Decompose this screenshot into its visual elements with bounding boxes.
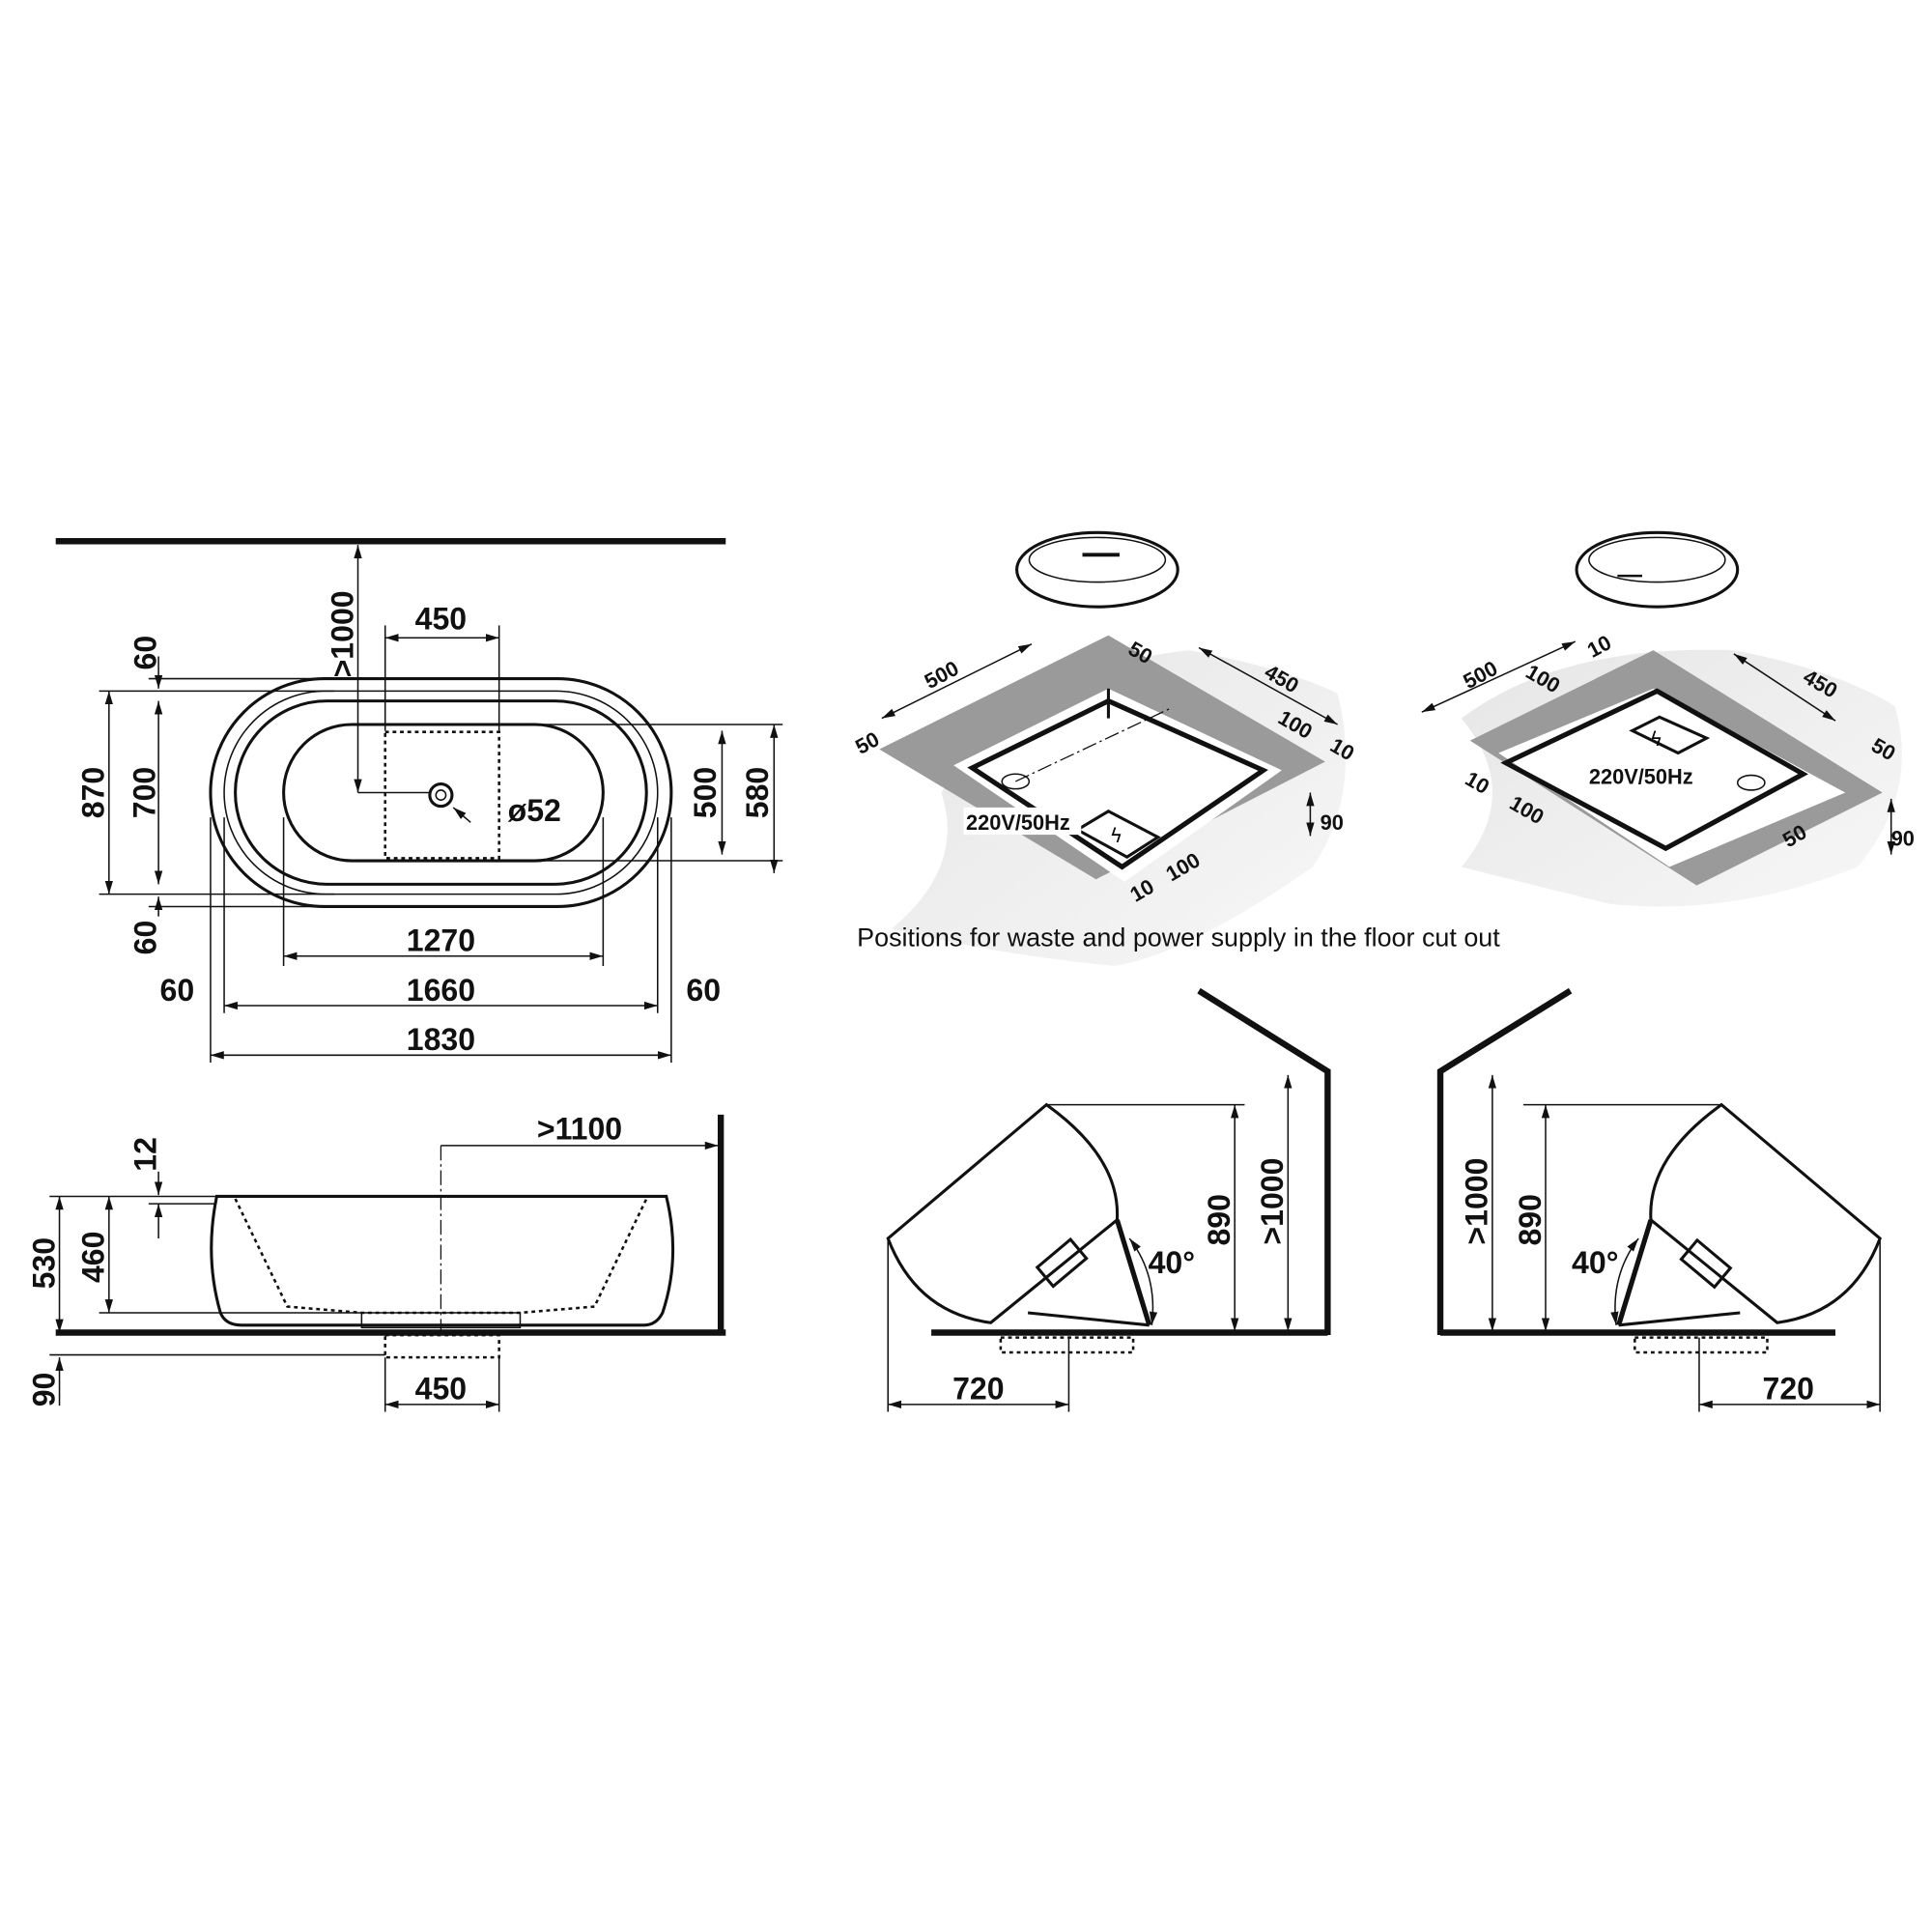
waste-icon: [1736, 774, 1766, 791]
dim-power-margin-left: 10: [1462, 766, 1493, 799]
tub-profile: [210, 1194, 675, 1327]
dim-height: 890: [1513, 1194, 1548, 1245]
drain-fitting: [1035, 1236, 1089, 1289]
angle-arc: [1128, 1237, 1158, 1325]
lightning-icon: ϟ: [1110, 824, 1123, 847]
dim-rim-right: 60: [686, 973, 721, 1008]
dim-angle: 40°: [1572, 1245, 1618, 1280]
wall-line: [1436, 987, 1573, 1336]
floor-cutout: [999, 1336, 1135, 1354]
floor-cutout-left: ϟ 220V/50Hz 500 50 450 50 100 10 90 100 …: [851, 530, 1358, 966]
dim-depth: 90: [1891, 827, 1915, 851]
power-supply-box: [1629, 715, 1711, 755]
dim-rim-thickness: 12: [128, 1137, 163, 1172]
dim-height: 890: [1202, 1194, 1236, 1245]
dim-length: 500: [1459, 656, 1501, 694]
dim-rim-bottom: 60: [128, 921, 163, 955]
support-leg: [1616, 1219, 1654, 1326]
power-label: 220V/50Hz: [1589, 765, 1693, 789]
dim-overall-width: 870: [76, 767, 111, 818]
dim-rim-top: 60: [128, 636, 163, 670]
dim-rim-left: 60: [160, 973, 195, 1008]
drain-fitting: [1679, 1237, 1733, 1290]
dim-line: [452, 807, 471, 823]
dim-length: 500: [921, 656, 963, 694]
dim-depth: 720: [952, 1372, 1004, 1406]
waste-icon: [1001, 773, 1031, 790]
support-base: [1027, 1311, 1150, 1327]
floor-cutout: [1634, 1336, 1769, 1354]
centerline: [1015, 707, 1171, 782]
power-supply-box: [1074, 809, 1161, 859]
dim-cutout-width: 450: [415, 1372, 467, 1406]
tilt-view-right: 890 >1000 40° 720: [1436, 987, 1882, 1412]
dim-line: [881, 642, 1033, 720]
dim-depth: 720: [1763, 1372, 1814, 1406]
dim-wall-clearance: >1100: [537, 1111, 622, 1146]
dim-overall-length: 1830: [407, 1022, 475, 1057]
label-bg: [963, 807, 1082, 836]
tub-basin: [282, 723, 605, 863]
floor-cutout-right: ϟ 220V/50Hz 500 10 100 450 50 10 100 50 …: [1421, 530, 1915, 907]
drain-inner: [435, 789, 447, 801]
dim-outer-basin-width: 580: [740, 767, 775, 818]
tub-inner-rim: [223, 690, 659, 895]
caption: Positions for waste and power supply in …: [857, 923, 1500, 952]
support-base: [1618, 1311, 1741, 1327]
side-view: >1100 12 530 460 90 450: [26, 1111, 726, 1412]
tub-tilted: [1649, 1102, 1882, 1324]
dim-line: [1733, 653, 1836, 722]
cutout-floor: [1500, 688, 1808, 852]
dim-inner-length: 1660: [407, 973, 475, 1008]
dim-wall-clearance: >1000: [325, 590, 359, 677]
support-leg: [1114, 1219, 1152, 1326]
dim-basin-width: 500: [688, 767, 723, 818]
tub-outer-rim: [209, 677, 673, 908]
tub-edge: [234, 699, 648, 886]
floor-cutout: [384, 1333, 500, 1359]
angle-arc: [1610, 1237, 1639, 1325]
tub-tilted: [886, 1102, 1120, 1324]
tub-interior-outline: [234, 1198, 648, 1315]
dim-basin-length: 1270: [407, 923, 475, 958]
dim-cutout-depth: 90: [26, 1373, 61, 1407]
dim-angle: 40°: [1149, 1245, 1195, 1280]
wall-line: [1197, 987, 1331, 1336]
dim-inner-width: 700: [127, 767, 161, 818]
top-view: >1000 450 60 870 700 60 500 580 ø52 1270…: [55, 538, 783, 1063]
dim-depth: 90: [1321, 810, 1344, 835]
dim-waste-area: 450: [415, 601, 467, 636]
dim-line: [1421, 640, 1577, 713]
dim-overall-height: 530: [26, 1237, 61, 1289]
label-bg: [1585, 762, 1707, 790]
lightning-icon: ϟ: [1650, 727, 1663, 751]
drain-icon: [428, 782, 454, 809]
dim-wall-clearance: >1000: [1255, 1158, 1290, 1245]
tub-thumbnail: [1575, 530, 1740, 609]
tilt-view-left: 890 >1000 40° 720: [886, 987, 1331, 1412]
dim-offset-left: 50: [851, 726, 883, 758]
dim-line: [1198, 646, 1338, 725]
tub-thumbnail: [1015, 530, 1179, 609]
dim-drain-diameter: ø52: [508, 793, 561, 828]
floor-cutout-outline: [384, 730, 500, 860]
dim-wall-clearance: >1000: [1460, 1158, 1494, 1245]
power-label: 220V/50Hz: [966, 810, 1070, 835]
dim-inner-depth: 460: [76, 1232, 111, 1283]
